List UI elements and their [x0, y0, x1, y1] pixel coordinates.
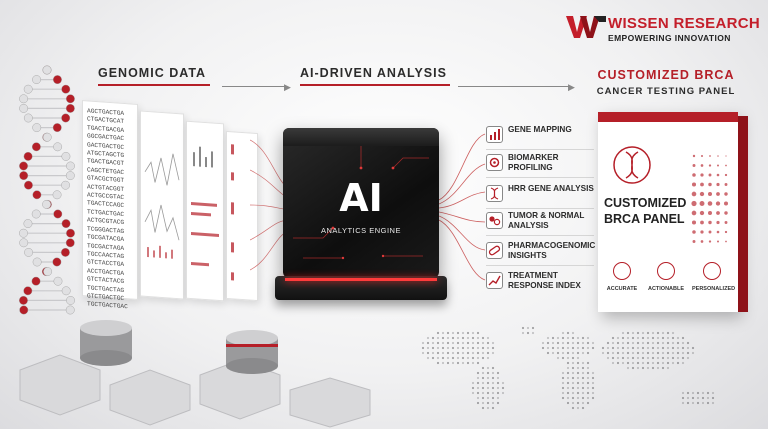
box-side-band	[738, 116, 748, 312]
ai-circuit-pattern	[293, 146, 429, 260]
dna-circle-icon	[613, 146, 651, 184]
dna-icon	[486, 185, 503, 202]
cells-icon	[486, 212, 503, 229]
wr-logo-mark-icon	[566, 16, 606, 38]
flow-arrow-1	[222, 86, 286, 87]
badge-accurate: ACCURATE	[602, 262, 642, 292]
badge-actionable: ACTIONABLE	[646, 262, 686, 292]
company-name: WISSEN RESEARCH	[608, 15, 761, 32]
ai-title: AI	[339, 176, 383, 220]
feature-gene-mapping: GENE MAPPING	[486, 124, 598, 150]
ai-engine-glow	[285, 278, 437, 281]
feature-tumor-normal-analysis: TUMOR & NORMAL ANALYSIS	[486, 210, 598, 236]
target-icon	[657, 262, 675, 280]
feature-label: TREATMENT RESPONSE INDEX	[508, 271, 581, 290]
product-name-line1: CUSTOMIZED	[604, 196, 687, 210]
feature-treatment-response-index: TREATMENT RESPONSE INDEX	[486, 270, 598, 296]
feature-label: GENE MAPPING	[508, 125, 572, 134]
sheet-chart-2	[191, 146, 219, 267]
data-cylinders-decoration	[19, 320, 371, 428]
gear-molecule-icon	[486, 154, 503, 171]
product-name-line2: BRCA PANEL	[604, 212, 685, 226]
sheet-chart-1	[144, 153, 180, 259]
output-connection-lines	[439, 133, 486, 281]
feature-hrr-gene-analysis: HRR GENE ANALYSIS	[486, 183, 598, 209]
chart-sheet-1	[140, 110, 184, 300]
product-heading-line1: CUSTOMIZED BRCA	[597, 68, 735, 82]
company-logo: WISSEN RESEARCH EMPOWERING INNOVATION	[566, 12, 762, 46]
badge-personalized: PERSONALIZED	[692, 262, 736, 292]
badge-label: PERSONALIZED	[692, 286, 736, 292]
feature-biomarker-profiling: BIOMARKER PROFILING	[486, 152, 598, 178]
shield-check-icon	[613, 262, 631, 280]
person-icon	[703, 262, 721, 280]
ai-analysis-heading: AI-DRIVEN ANALYSIS	[300, 66, 447, 80]
brca-panel-box: CUSTOMIZED BRCA PANEL ACCURATE ACTIONABL…	[598, 112, 748, 312]
feature-pharmacogenomic-insights: PHARMACOGENOMIC INSIGHTS	[486, 240, 598, 266]
bar-chart-icon	[486, 126, 503, 143]
dna-helix-icon	[19, 65, 75, 315]
feature-label: BIOMARKER PROFILING	[508, 153, 559, 172]
ai-subtitle: ANALYTICS ENGINE	[321, 226, 401, 235]
feature-label: HRR GENE ANALYSIS	[508, 184, 594, 193]
trend-line-icon	[486, 272, 503, 289]
badge-label: ACTIONABLE	[647, 286, 685, 292]
flow-arrow-2	[458, 86, 570, 87]
feature-label: PHARMACOGENOMIC INSIGHTS	[508, 241, 596, 260]
genomic-data-heading: GENOMIC DATA	[98, 66, 207, 80]
sheet-chart-3	[231, 144, 234, 281]
world-map-decoration	[421, 326, 715, 410]
feature-divider	[486, 177, 594, 178]
chart-sheet-3	[226, 130, 258, 302]
feature-divider	[486, 149, 594, 150]
genomic-underline	[98, 84, 210, 86]
badge-label: ACCURATE	[606, 286, 638, 292]
ai-box-top	[283, 128, 439, 146]
product-heading-line2: CANCER TESTING PANEL	[596, 86, 736, 97]
box-top-band	[598, 112, 738, 122]
feature-label: TUMOR & NORMAL ANALYSIS	[508, 211, 585, 230]
chart-sheet-2	[186, 120, 224, 302]
feature-divider	[486, 265, 594, 266]
arrow-head-2-icon: ▶	[568, 82, 575, 92]
dot-pattern-decoration	[691, 154, 728, 243]
ai-analytics-engine: AI ANALYTICS ENGINE	[283, 128, 439, 278]
feature-divider	[486, 235, 594, 236]
company-tagline: EMPOWERING INNOVATION	[608, 33, 731, 43]
arrow-head-1-icon: ▶	[284, 82, 291, 92]
pill-icon	[486, 242, 503, 259]
feature-divider	[486, 208, 594, 209]
analysis-underline	[300, 84, 450, 86]
